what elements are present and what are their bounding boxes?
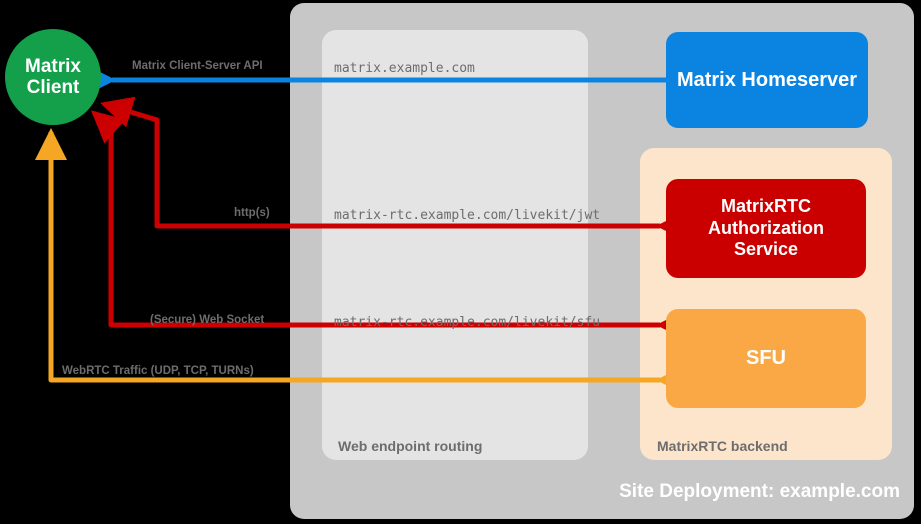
edge-label-cs-api: Matrix Client-Server API [132, 60, 263, 72]
node-auth-line2: Authorization [708, 217, 824, 238]
url-label-matrix: matrix.example.com [334, 61, 475, 76]
url-label-jwt: matrix-rtc.example.com/livekit/jwt [334, 208, 601, 223]
edge-label-webrtc: WebRTC Traffic (UDP, TCP, TURNs) [62, 365, 254, 377]
node-auth-line3: Service [733, 239, 799, 260]
edge-label-websocket: (Secure) Web Socket [150, 314, 265, 326]
site-deployment-caption: Site Deployment: example.com [619, 481, 900, 502]
node-matrixrtc-authorization-service[interactable]: MatrixRTC Authorization Service [666, 179, 866, 278]
edge-webrtc [34, 127, 688, 397]
node-sfu[interactable]: SFU [666, 309, 866, 408]
url-label-sfu: matrix-rtc.example.com/livekit/sfu [334, 315, 601, 330]
group-caption-matrixrtc-backend: MatrixRTC backend [657, 438, 788, 454]
node-matrix-homeserver-label: Matrix Homeserver [676, 68, 858, 91]
edge-label-jwt: http(s) [234, 207, 270, 219]
node-matrix-client[interactable]: Matrix Client [5, 29, 101, 125]
node-sfu-label: SFU [746, 347, 786, 369]
node-auth-line1: MatrixRTC [720, 196, 811, 217]
group-caption-web-endpoint-routing: Web endpoint routing [338, 438, 483, 454]
node-matrix-homeserver[interactable]: Matrix Homeserver [666, 32, 868, 128]
node-matrix-client-line1: Matrix [25, 55, 81, 77]
node-matrix-client-line2: Client [26, 77, 80, 98]
